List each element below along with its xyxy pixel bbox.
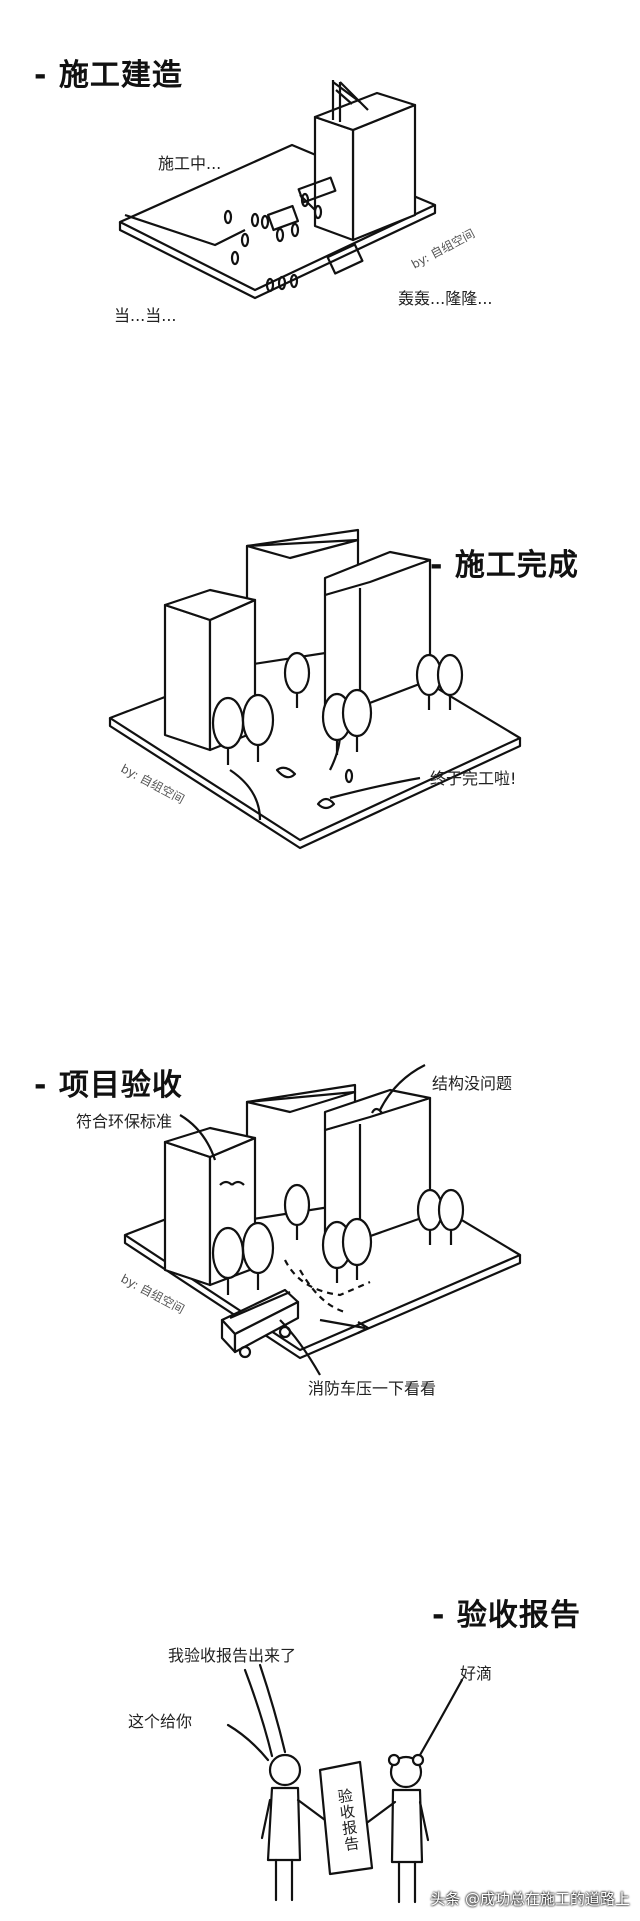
footer-credit: 头条 @成功总在施工的道路上: [430, 1890, 630, 1908]
panel-completed: - 施工完成 终于完工啦! by: 自组空间: [0, 480, 640, 1020]
panel-title: - 项目验收: [34, 1068, 183, 1103]
note-rumbling: 轰轰...隆隆...: [398, 289, 493, 308]
completed-buildings-illustration: [108, 528, 522, 850]
construction-site-illustration: [118, 80, 437, 300]
note-eco-standard: 符合环保标准: [76, 1112, 173, 1131]
panel-construction: - 施工建造 施工中... 轰轰...隆隆... 当...当... by: 自组…: [0, 0, 640, 480]
panel-title: - 施工建造: [34, 58, 183, 93]
note-ok: 好滴: [460, 1664, 493, 1683]
panel-title: - 验收报告: [432, 1598, 581, 1633]
panel-inspection: - 项目验收: [0, 1020, 640, 1470]
report-handover-illustration: [226, 1663, 464, 1904]
panel-title: - 施工完成: [430, 548, 579, 583]
inspection-illustration: [123, 1064, 522, 1376]
note-fire-truck-test: 消防车压一下看看: [308, 1379, 437, 1398]
note-structure-ok: 结构没问题: [432, 1074, 513, 1093]
note-clang: 当...当...: [114, 306, 177, 325]
note-report-ready: 我验收报告出来了: [168, 1646, 297, 1665]
note-under-construction: 施工中...: [158, 154, 222, 173]
note-finally-done: 终于完工啦!: [430, 769, 517, 788]
panel-report: - 验收报告 验收报告 我验收报告出来了 好滴 这个给你: [0, 1470, 640, 1921]
note-give-you: 这个给你: [128, 1712, 193, 1731]
